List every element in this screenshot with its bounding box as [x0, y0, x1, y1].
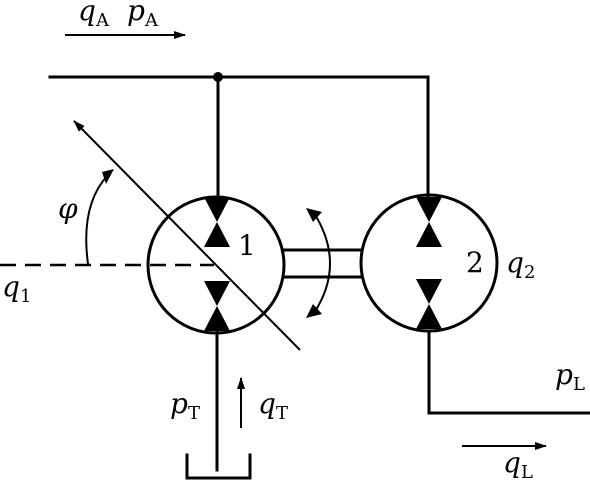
label-q2: q2	[506, 246, 535, 283]
label-qA: qA	[78, 0, 110, 31]
unit-1-port-triangles	[204, 197, 230, 331]
junction-dot	[213, 72, 223, 82]
label-pL: pL	[555, 358, 585, 395]
label-unit-2: 2	[466, 246, 484, 279]
label-q1: q1	[2, 270, 31, 307]
unit-2-port-triangles	[416, 197, 442, 329]
load-line-l	[427, 330, 590, 415]
angle-arc-arrowhead	[102, 169, 114, 184]
tank-symbol	[185, 453, 252, 480]
rotation-arrow-head-bottom	[306, 304, 322, 318]
label-qT: qT	[258, 387, 288, 424]
rotation-arrow	[313, 212, 331, 314]
label-phi: φ	[58, 192, 78, 225]
label-pT: pT	[170, 387, 200, 424]
rotation-arrow-head-top	[306, 208, 322, 222]
pressure-line-a	[48, 75, 430, 200]
label-qL: qL	[503, 446, 533, 483]
label-unit-1: 1	[238, 229, 256, 262]
variable-displacement-arrow	[73, 120, 301, 351]
angle-arc-phi	[85, 174, 109, 265]
label-pA: pA	[127, 0, 159, 31]
